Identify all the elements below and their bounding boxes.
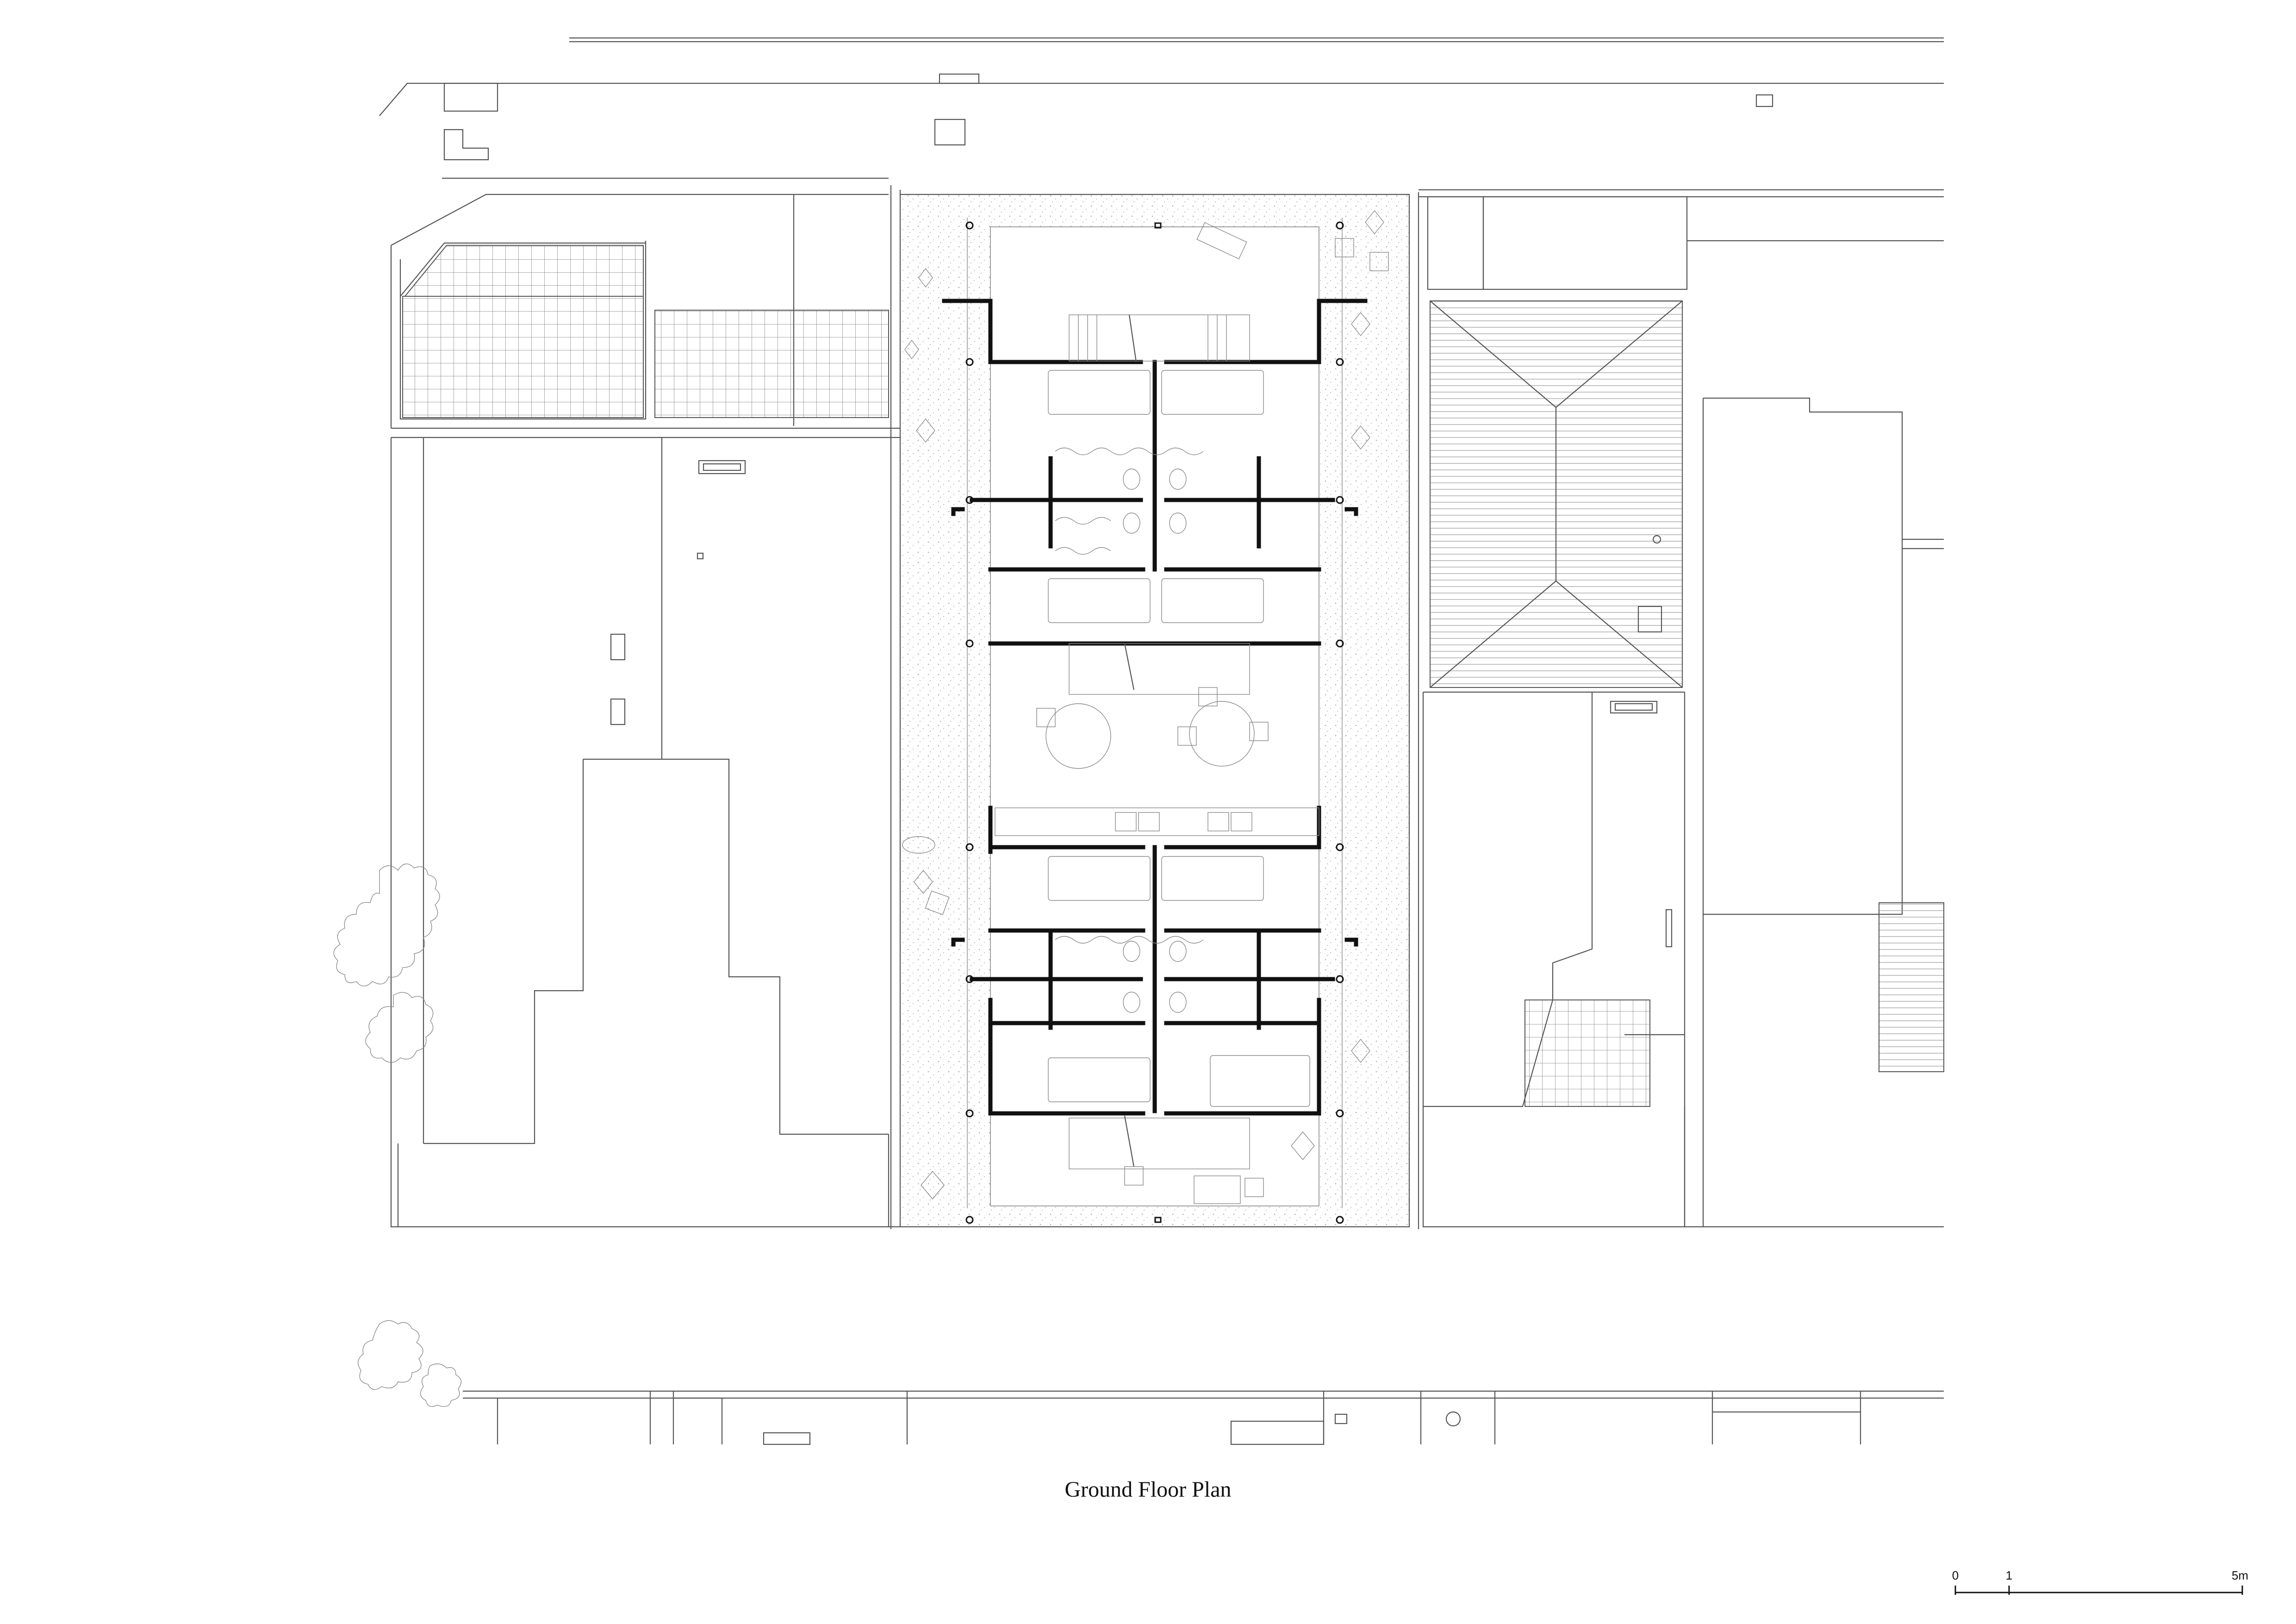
exterior-stairs [1879,902,1944,1072]
right-neighbour-building [1419,189,1944,1228]
dining-area [995,687,1319,836]
garden-plants [902,210,1389,1204]
bathroom-fixtures [1055,447,1204,1013]
grid-tiled-roof-right [654,310,889,418]
columns [965,221,1344,1224]
grid-tiled-terrace [1524,999,1650,1107]
tree-outline-left [333,863,462,1407]
scale-tick-1: 1 [2006,1568,2012,1582]
street-context-bottom [463,1390,1944,1445]
scale-tick-0: 0 [1952,1568,1959,1582]
scale-tick-5m: 5m [2232,1568,2248,1582]
drawing-title: Ground Floor Plan [1064,1477,1232,1502]
stairs [1069,314,1250,1169]
street-context-top [379,37,1944,179]
left-neighbour-building [390,194,900,1228]
scale-bar: 0 1 5m [1952,1568,2248,1595]
beds [1048,370,1310,1107]
grid-tiled-roof-left [402,296,644,418]
